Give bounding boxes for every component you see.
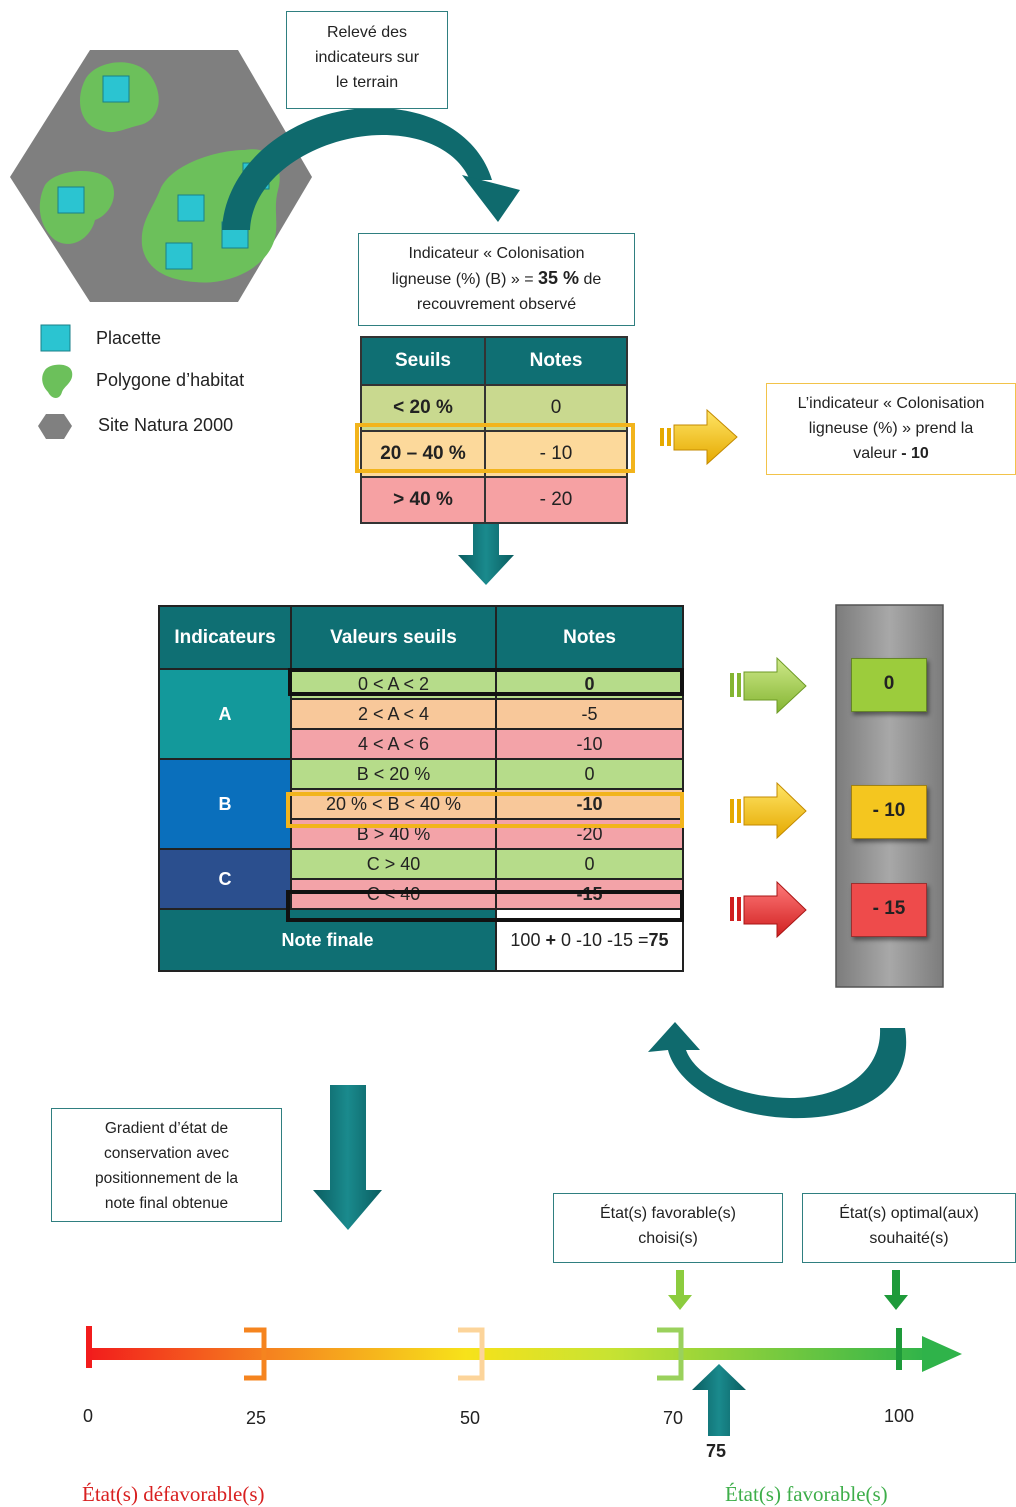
legend-site: Site Natura 2000 <box>98 415 234 435</box>
favorable-box-line: État(s) favorable(s) <box>599 1205 737 1222</box>
red-right-arrow-icon <box>730 880 807 939</box>
score-c: - 15 <box>851 883 927 937</box>
score-a: 0 <box>851 658 927 712</box>
field-box-line: indicateurs sur <box>314 49 420 66</box>
indicator-b: B <box>158 758 292 850</box>
yellow-right-arrow-icon <box>730 781 807 840</box>
legend-polygone: Polygone d’habitat <box>96 370 245 390</box>
result-box-line: valeur - 10 <box>767 441 1015 466</box>
indicator-box: Indicateur « Colonisation ligneuse (%) (… <box>358 233 635 326</box>
return-curved-arrow <box>648 1022 907 1119</box>
hexagon-icon <box>38 414 72 439</box>
gradient-box-line: positionnement de la <box>94 1170 239 1187</box>
down-arrow-icon <box>458 518 514 585</box>
calc-mid: 0 -10 -15 = <box>555 929 649 950</box>
row-highlight-a <box>288 668 684 696</box>
field-survey-box: Relevé des indicateurs sur le terrain <box>286 11 448 109</box>
bracket-25 <box>244 1327 267 1381</box>
field-box-line: le terrain <box>335 74 399 91</box>
bracket-50 <box>458 1327 485 1381</box>
bracket-70 <box>657 1327 684 1381</box>
indicateurs-header: Indicateurs <box>158 605 292 670</box>
seuil-cell: 2 < A < 4 <box>290 698 497 730</box>
result-box: L’indicateur « Colonisation ligneuse (%)… <box>766 383 1016 475</box>
green-right-arrow-icon <box>730 656 807 715</box>
indicator-box-pre: ligneuse (%) (B) » = <box>391 271 538 288</box>
result-box-value: - 10 <box>901 445 929 462</box>
placette-square <box>177 194 205 222</box>
placette-square <box>102 75 130 103</box>
favorable-state-box: État(s) favorable(s) choisi(s) <box>553 1193 783 1263</box>
row-highlight-c <box>286 890 684 922</box>
notes-header: Notes <box>484 336 628 386</box>
seuil-cell: 4 < A < 6 <box>290 728 497 760</box>
tick-70: 70 <box>662 1408 684 1428</box>
yellow-right-arrow-icon <box>660 408 738 466</box>
notes-header: Notes <box>495 605 684 670</box>
indicator-box-line: recouvrement observé <box>416 296 577 313</box>
note-cell: -15 <box>495 878 684 910</box>
optimal-box-line: État(s) optimal(aux) <box>839 1205 979 1222</box>
marker-75: 75 <box>705 1441 727 1461</box>
calc-pre: 100 <box>510 929 546 950</box>
big-down-arrow-icon <box>313 1085 382 1230</box>
placette-square <box>57 186 85 214</box>
field-box-line: Relevé des <box>326 24 408 41</box>
note-cell: 0 <box>495 758 684 790</box>
gradient-box: Gradient d’état de conservation avec pos… <box>51 1108 282 1222</box>
note-cell: 0 <box>495 848 684 880</box>
tick-0: 0 <box>82 1406 93 1426</box>
green-down-arrow-icon <box>668 1270 692 1310</box>
seuils-header: Seuils <box>360 336 486 386</box>
scale-100-mark <box>896 1328 902 1370</box>
favorable-box-line: choisi(s) <box>638 1230 698 1247</box>
note-cell: -10 <box>495 728 684 760</box>
result-box-line: ligneuse (%) » prend la <box>808 420 974 437</box>
seuil-cell: C > 40 <box>290 848 497 880</box>
gradient-box-line: Gradient d’état de <box>104 1120 229 1137</box>
valeurs-seuils-header: Valeurs seuils <box>290 605 497 670</box>
polygon-icon <box>42 364 73 398</box>
calc-plus: + <box>545 929 556 950</box>
tick-25: 25 <box>245 1408 267 1428</box>
optimal-box-line: souhaité(s) <box>869 1230 949 1247</box>
scale-bar <box>88 1348 928 1360</box>
selected-row-highlight <box>355 423 635 473</box>
curved-arrow <box>222 107 492 230</box>
note-cell: - 20 <box>484 476 628 524</box>
indicator-box-post: de <box>579 271 602 288</box>
result-box-line: L’indicateur « Colonisation <box>797 395 985 412</box>
square-icon <box>40 324 71 352</box>
seuil-cell: B < 20 % <box>290 758 497 790</box>
result-box-pre: valeur <box>853 445 902 462</box>
scale-start-mark <box>86 1326 92 1368</box>
gradient-box-line: conservation avec <box>104 1145 229 1162</box>
green-down-arrow-icon <box>884 1270 908 1310</box>
tick-50: 50 <box>459 1408 481 1428</box>
indicator-box-line: ligneuse (%) (B) » = 35 % de <box>359 266 634 292</box>
indicator-box-value: 35 % <box>538 268 580 288</box>
score-b: - 10 <box>851 785 927 839</box>
gradient-box-line: note final obtenue <box>104 1195 229 1212</box>
indicator-box-line: Indicateur « Colonisation <box>408 245 585 262</box>
calc-value: 75 <box>648 929 669 950</box>
up-arrow-icon <box>692 1364 746 1436</box>
indicator-c: C <box>158 848 292 910</box>
row-highlight-b <box>286 792 684 828</box>
seuil-cell: > 40 % <box>360 476 486 524</box>
unfavorable-state-label: État(s) défavorable(s) <box>82 1482 265 1506</box>
tick-100: 100 <box>883 1406 915 1426</box>
curved-arrow-head <box>462 175 520 222</box>
seuil-cell: C < 40 <box>290 878 497 910</box>
favorable-state-label: État(s) favorable(s) <box>725 1482 888 1506</box>
placette-square <box>165 242 193 270</box>
indicator-a: A <box>158 668 292 760</box>
scale-arrow-head <box>922 1336 962 1372</box>
legend-placette: Placette <box>96 328 162 348</box>
optimal-state-box: État(s) optimal(aux) souhaité(s) <box>802 1193 1016 1263</box>
note-cell: -5 <box>495 698 684 730</box>
